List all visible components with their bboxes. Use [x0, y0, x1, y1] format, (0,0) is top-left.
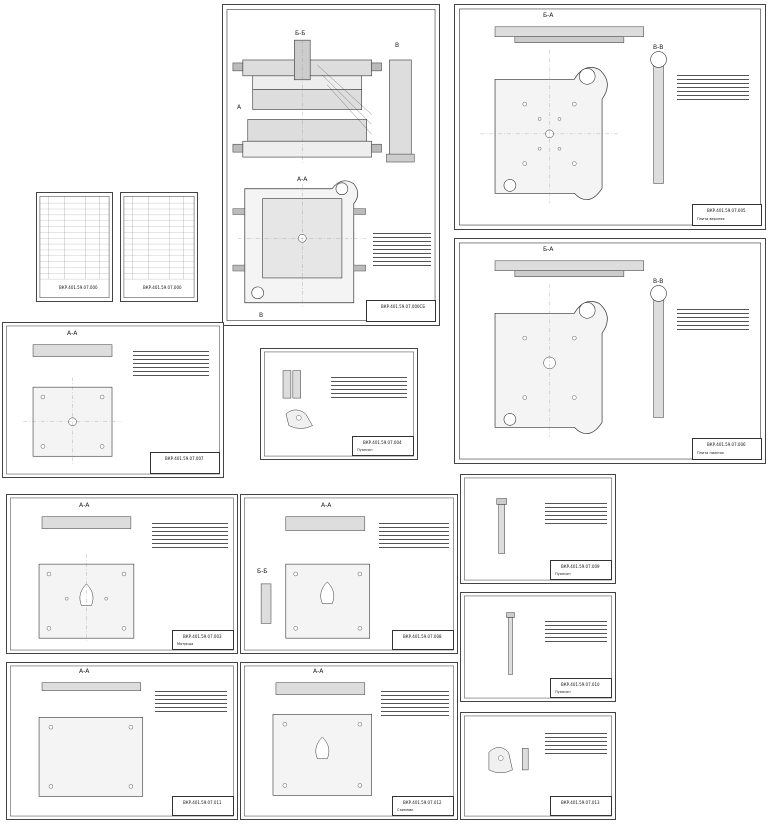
technical-notes	[545, 621, 607, 645]
assembly-sheet[interactable]: Б-Б А-А А В В ВКР.401.59.07.000СБ	[222, 4, 440, 326]
assembly-drawing	[226, 9, 436, 321]
section-label: А-А	[79, 502, 90, 509]
part-name: Плита нижняя	[697, 451, 724, 455]
drawing-code: ВКР.401.59.07.000	[59, 285, 98, 290]
drawing-code: ВКР.401.59.07.006	[707, 442, 746, 447]
plate-mid-right-sheet[interactable]: Б-А В-В ВКР.401.59.07.006 Плита нижняя	[454, 238, 766, 464]
technical-notes	[677, 309, 749, 333]
specification-sheet-2[interactable]: ВКР.401.59.07.000	[120, 192, 198, 302]
view-v-label: В	[259, 312, 264, 319]
part-name: Матрица	[177, 642, 194, 646]
plate-drawing	[459, 8, 761, 226]
pin-sheet-2[interactable]: ВКР.401.59.07.010 Пуансон	[460, 592, 616, 702]
drawing-code: ВКР.401.59.07.012	[403, 800, 442, 805]
drawing-code: ВКР.401.59.07.000	[143, 285, 182, 290]
title-block: ВКР.401.59.07.012 Съемник	[392, 796, 454, 816]
technical-notes	[133, 351, 209, 379]
technical-notes	[152, 523, 228, 551]
section-label: А-А	[79, 668, 90, 675]
section2-label: Б-Б	[257, 568, 268, 575]
title-block: ВКР.401.59.07.000СБ	[366, 300, 436, 322]
section-aa-label: А-А	[297, 176, 308, 183]
drawing-code: ВКР.401.59.07.003	[183, 634, 222, 639]
drawing-code: ВКР.401.59.07.004	[363, 440, 402, 445]
part-name: Пуансон	[555, 572, 571, 576]
technical-notes	[677, 75, 749, 103]
section-label: Б-А	[543, 12, 554, 19]
stripper-bottom-sheet[interactable]: А-А ВКР.401.59.07.012 Съемник	[240, 662, 458, 820]
pin-drawing	[464, 477, 612, 581]
technical-notes	[331, 377, 407, 401]
section2-label: В-В	[653, 44, 664, 51]
punch-small-sheet[interactable]: ВКР.401.59.07.004 Пуансон	[260, 348, 418, 460]
plate-left-sheet[interactable]: А-А ВКР.401.59.07.007	[2, 322, 224, 478]
part-drawing	[464, 715, 612, 817]
specification-sheet-1[interactable]: ВКР.401.59.07.000	[36, 192, 113, 302]
drawing-code: ВКР.401.59.07.005	[707, 208, 746, 213]
plate-drawing	[6, 325, 220, 475]
title-block: ВКР.401.59.07.004 Пуансон	[352, 436, 414, 456]
technical-notes	[155, 691, 227, 715]
drawing-code: ВКР.401.59.07.011	[183, 800, 222, 805]
technical-notes	[379, 523, 449, 551]
stripper-drawing	[244, 665, 454, 817]
view-b-label: В	[395, 42, 400, 49]
section-label: А-А	[67, 330, 78, 337]
title-block: ВКР.401.59.07.013	[550, 796, 612, 816]
section-label: А-А	[313, 668, 324, 675]
technical-notes	[373, 233, 431, 269]
technical-notes	[545, 503, 607, 527]
drawing-code: ВКР.401.59.07.010	[561, 682, 600, 687]
stripper-drawing	[244, 497, 454, 651]
drawing-code: ВКР.401.59.07.007	[165, 456, 204, 461]
part-name: Плита верхняя	[697, 217, 725, 221]
pin-drawing	[464, 595, 612, 699]
drawing-code: ВКР.401.59.07.000СБ	[381, 304, 426, 309]
title-block: ВКР.401.59.07.007	[150, 452, 220, 474]
title-block: ВКР.401.59.07.009 Пуансон	[550, 560, 612, 580]
section-label: А-А	[321, 502, 332, 509]
title-block: ВКР.401.59.07.008	[392, 630, 454, 650]
drawing-code: ВКР.401.59.07.008	[403, 634, 442, 639]
drawing-code: ВКР.401.59.07.013	[561, 800, 600, 805]
title-block: ВКР.401.59.07.011	[172, 796, 234, 816]
pin-sheet-1[interactable]: ВКР.401.59.07.009 Пуансон	[460, 474, 616, 584]
part-name: Пуансон	[555, 690, 571, 694]
part-name: Съемник	[397, 808, 414, 812]
matrix-sheet[interactable]: А-А ВКР.401.59.07.003 Матрица	[6, 494, 238, 654]
title-block: ВКР.401.59.07.006 Плита нижняя	[692, 438, 762, 460]
section-label: Б-А	[543, 246, 554, 253]
technical-notes	[545, 733, 607, 757]
matrix-drawing	[10, 497, 234, 651]
title-block: ВКР.401.59.07.005 Плита верхняя	[692, 204, 762, 226]
spec-table	[123, 196, 195, 298]
view-a-label: А	[237, 104, 242, 111]
plate-drawing	[459, 242, 761, 460]
plate-drawing	[10, 665, 234, 817]
part-small-sheet[interactable]: ВКР.401.59.07.013	[460, 712, 616, 820]
punch-drawing	[264, 351, 414, 457]
stripper-sheet[interactable]: А-А Б-Б ВКР.401.59.07.008	[240, 494, 458, 654]
plate-bottom-left-sheet[interactable]: А-А ВКР.401.59.07.011	[6, 662, 238, 820]
title-block: ВКР.401.59.07.003 Матрица	[172, 630, 234, 650]
section-bb-label: Б-Б	[295, 30, 306, 37]
plate-top-right-sheet[interactable]: Б-А В-В ВКР.401.59.07.005 Плита верхняя	[454, 4, 766, 230]
section2-label: В-В	[653, 278, 664, 285]
technical-notes	[381, 691, 449, 719]
drawing-code: ВКР.401.59.07.009	[561, 564, 600, 569]
spec-table	[39, 196, 110, 298]
title-block: ВКР.401.59.07.010 Пуансон	[550, 678, 612, 698]
part-name: Пуансон	[357, 448, 373, 452]
